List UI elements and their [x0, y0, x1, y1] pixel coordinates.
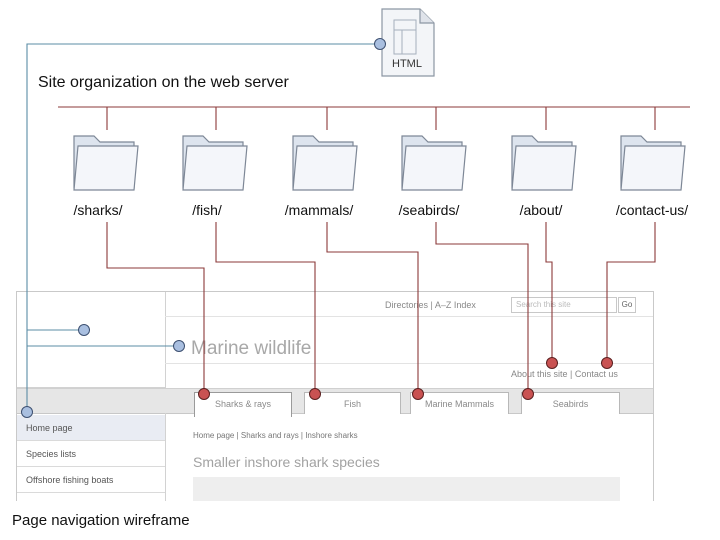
folder-icon	[292, 135, 358, 191]
wireframe-caption: Page navigation wireframe	[12, 512, 190, 529]
utility-links[interactable]: About this site | Contact us	[511, 369, 618, 379]
tab-fish[interactable]: Fish	[304, 392, 401, 414]
title-divider	[165, 363, 653, 364]
folder-label-mammals: /mammals/	[284, 202, 354, 218]
html-document-icon	[381, 8, 435, 77]
sidebar-item-offshore-fishing-boats[interactable]: Offshore fishing boats	[17, 467, 165, 493]
site-title: Marine wildlife	[191, 338, 312, 359]
sidebar	[17, 413, 166, 501]
tab-marine-mammals[interactable]: Marine Mammals	[410, 392, 509, 414]
header-divider	[165, 316, 653, 317]
go-button[interactable]: Go	[618, 297, 636, 313]
sidebar-item-home[interactable]: Home page	[17, 415, 165, 441]
logo-placeholder	[17, 292, 166, 388]
directory-links[interactable]: Directories | A–Z Index	[385, 300, 476, 310]
html-document-label: HTML	[392, 58, 422, 70]
folder-label-contact-us: /contact-us/	[615, 202, 689, 218]
folder-icon	[73, 135, 139, 191]
server-heading: Site organization on the web server	[38, 74, 289, 91]
search-input[interactable]: Search this site	[511, 297, 617, 313]
folder-icon	[401, 135, 467, 191]
page-title: Smaller inshore shark species	[193, 454, 380, 470]
content-placeholder	[193, 477, 620, 501]
folder-label-fish: /fish/	[192, 202, 222, 218]
breadcrumb[interactable]: Home page | Sharks and rays | Inshore sh…	[193, 431, 358, 440]
folder-label-sharks: /sharks/	[73, 202, 123, 218]
folder-icon	[511, 135, 577, 191]
tab-seabirds[interactable]: Seabirds	[521, 392, 620, 414]
page-wireframe: Directories | A–Z Index Search this site…	[16, 291, 654, 501]
folder-icon	[620, 135, 686, 191]
sidebar-item-species-lists[interactable]: Species lists	[17, 441, 165, 467]
folder-label-seabirds: /seabirds/	[398, 202, 460, 218]
folder-icon	[182, 135, 248, 191]
tab-sharks-rays[interactable]: Sharks & rays	[194, 392, 292, 417]
folder-label-about: /about/	[519, 202, 563, 218]
